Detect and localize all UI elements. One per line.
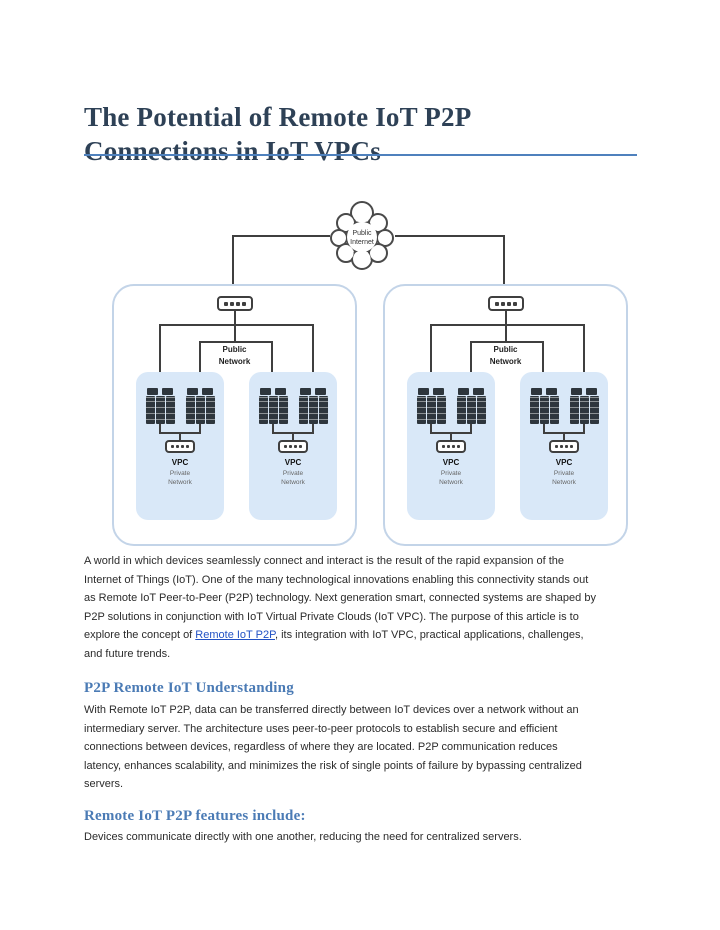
- connector-line: [470, 341, 472, 388]
- connector-line: [430, 424, 432, 434]
- switch-icon: [165, 440, 195, 453]
- connector-line: [159, 424, 161, 434]
- connector-line: [199, 341, 201, 388]
- connector-line: [312, 324, 314, 388]
- connector-line: [234, 324, 236, 343]
- connector-line: [430, 432, 472, 434]
- svg-text:Public: Public: [352, 230, 372, 237]
- vpc-sublabel: Private: [282, 470, 304, 477]
- server-rack-icon: [569, 388, 599, 424]
- connector-line: [233, 235, 330, 237]
- connector-line: [159, 432, 201, 434]
- page-title-line1: The Potential of Remote IoT P2P: [84, 102, 472, 133]
- switch-icon: [278, 440, 308, 453]
- connector-line: [312, 424, 314, 434]
- features-paragraph: Devices communicate directly with one an…: [84, 830, 522, 843]
- server-rack-icon: [185, 388, 215, 424]
- article-body: A world in which devices seamlessly conn…: [84, 552, 684, 846]
- vpc-label: VPC: [442, 458, 460, 467]
- connector-line: [470, 341, 544, 343]
- connector-line: [543, 424, 545, 434]
- svg-text:Internet: Internet: [350, 239, 374, 246]
- connector-line: [563, 434, 565, 442]
- server-rack-icon: [145, 388, 175, 424]
- connector-line: [430, 324, 585, 326]
- switch-icon: [217, 296, 253, 311]
- cloud-icon: Public Internet: [330, 201, 394, 270]
- section-heading-features: Remote IoT P2P features include:: [84, 807, 306, 824]
- connector-line: [199, 424, 201, 434]
- intro-text: A world in which devices seamlessly conn…: [84, 555, 596, 641]
- cloud-label-line1: Public: [352, 230, 372, 237]
- connector-line: [271, 341, 273, 388]
- connector-line: [159, 324, 161, 388]
- vpc-box: VPC Private Network: [249, 372, 337, 520]
- vpc-sublabel: Network: [281, 479, 305, 486]
- vpc-sublabel: Network: [168, 479, 192, 486]
- connector-line: [505, 311, 507, 324]
- vpc-box: VPC Private Network: [407, 372, 495, 520]
- connector-line: [159, 324, 314, 326]
- cloud-label-line2: Internet: [350, 239, 374, 246]
- vpc-label: VPC: [171, 458, 189, 467]
- vpc-sublabel: Network: [552, 479, 576, 486]
- vpc-sublabel: Private: [440, 470, 462, 477]
- connector-line: [503, 235, 505, 294]
- vpc-sublabel: Network: [439, 479, 463, 486]
- understanding-paragraph: With Remote IoT P2P, data can be transfe…: [84, 704, 582, 790]
- switch-icon: [549, 440, 579, 453]
- connector-line: [234, 311, 236, 324]
- connector-line: [505, 324, 507, 343]
- connector-line: [232, 235, 234, 294]
- server-rack-icon: [416, 388, 446, 424]
- connector-line: [450, 434, 452, 442]
- connector-line: [583, 424, 585, 434]
- title-underline: [84, 154, 637, 156]
- connector-line: [395, 235, 505, 237]
- page-title-line2: Connections in IoT VPCs: [84, 136, 381, 167]
- server-rack-icon: [258, 388, 288, 424]
- switch-icon: [436, 440, 466, 453]
- section-heading-understanding: P2P Remote IoT Understanding: [84, 680, 294, 696]
- connector-line: [430, 324, 432, 388]
- connector-line: [542, 341, 544, 388]
- vpc-sublabel: Private: [169, 470, 191, 477]
- connector-line: [583, 324, 585, 388]
- vpc-sublabel: Private: [553, 470, 575, 477]
- vpc-box: VPC Private Network: [520, 372, 608, 520]
- connector-line: [272, 432, 314, 434]
- connector-line: [179, 434, 181, 442]
- server-rack-icon: [456, 388, 486, 424]
- connector-line: [543, 432, 585, 434]
- connector-line: [272, 424, 274, 434]
- connector-line: [470, 424, 472, 434]
- server-rack-icon: [529, 388, 559, 424]
- public-internet-cloud-icon: Public Internet: [329, 198, 395, 276]
- intro-text: , its integration with IoT VPC, practica…: [84, 629, 584, 660]
- remote-iot-p2p-link[interactable]: Remote IoT P2P: [195, 629, 275, 641]
- vpc-label: VPC: [284, 458, 302, 467]
- vpc-label: VPC: [555, 458, 573, 467]
- switch-icon: [488, 296, 524, 311]
- connector-line: [199, 341, 273, 343]
- connector-line: [292, 434, 294, 442]
- vpc-box: VPC Private Network: [136, 372, 224, 520]
- intro-paragraph: A world in which devices seamlessly conn…: [84, 552, 684, 663]
- server-rack-icon: [298, 388, 328, 424]
